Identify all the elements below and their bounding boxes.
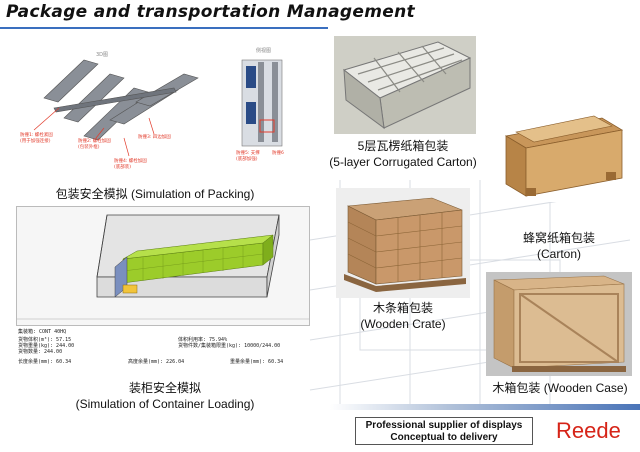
honeycomb-carton-caption-en: (Carton): [536, 247, 581, 261]
wooden-crate-caption-cn: 木条箱包装: [372, 301, 433, 315]
container-sim-image: [16, 206, 310, 326]
corrugated-carton-caption-cn: 5层瓦楞纸箱包装: [357, 139, 449, 153]
stat-volume: 货物体积(m³): 57.15: [18, 337, 72, 343]
stat-weight-limit: 货物件数/集装箱限重(kg): 10000/244.00: [178, 343, 281, 349]
stat-height-margin: 高度余量(mm): 226.04: [128, 359, 185, 365]
stat-weight-margin: 重量余量(mm): 60.34: [230, 359, 284, 365]
brand-logo: Reede: [556, 418, 621, 443]
honeycomb-carton-caption: 蜂窝纸箱包装 (Carton): [486, 230, 632, 262]
svg-text:侧视图: 侧视图: [256, 47, 271, 54]
tagline-line2: Conceptual to delivery: [390, 432, 498, 443]
svg-text:(包装外框): (包装外框): [78, 143, 100, 150]
wooden-case-caption: 木箱包装 (Wooden Case): [492, 381, 628, 395]
container-sim-caption-cn: 装柜安全模拟: [128, 381, 201, 395]
wooden-crate-image: [336, 188, 470, 298]
packing-sim-caption: 包装安全模拟 (Simulation of Packing): [55, 187, 255, 201]
stat-container: 集装箱: CONT 40HQ: [18, 329, 67, 335]
svg-text:3D图: 3D图: [96, 52, 108, 58]
tagline-line1: Professional supplier of displays: [365, 420, 523, 431]
container-stats: 集装箱: CONT 40HQ 货物体积(m³): 57.15 货物重量(kg):…: [18, 328, 308, 370]
honeycomb-carton-caption-cn: 蜂窝纸箱包装: [522, 231, 595, 245]
corrugated-carton-image: [334, 36, 476, 134]
packing-sim-image: 3D图 防撞1: 螺栓紧固(用于加强连接) 防撞2: 螺栓加固(包装外框) 防撞…: [14, 38, 224, 180]
container-sim-caption: 装柜安全模拟 (Simulation of Container Loading): [40, 380, 290, 412]
honeycomb-carton-image: [486, 108, 632, 202]
stat-length-margin: 长度余量(mm): 60.34: [18, 359, 72, 365]
stat-quantity: 货物数量: 244.00: [18, 349, 63, 355]
wooden-crate-caption: 木条箱包装 (Wooden Crate): [336, 300, 470, 332]
footer-rule: [330, 404, 640, 410]
svg-text:防撞2: 螺栓加固: 防撞2: 螺栓加固: [78, 137, 111, 144]
svg-text:防撞4: 螺栓加固: 防撞4: 螺栓加固: [114, 157, 147, 164]
svg-text:防撞5: 支撑: 防撞5: 支撑: [236, 149, 260, 156]
tagline-box: Professional supplier of displays Concep…: [355, 417, 533, 445]
packing-side-view-image: 侧视图 防撞5: 支撑(底部加强) 防撞6: [232, 38, 314, 180]
stat-utilization: 体积利用率: 75.94%: [178, 337, 228, 343]
container-sim-caption-en: (Simulation of Container Loading): [75, 397, 255, 411]
corrugated-carton-caption-en: (5-layer Corrugated Carton): [329, 155, 477, 169]
stat-weight: 货物重量(kg): 244.00: [18, 343, 75, 349]
wooden-crate-caption-en: (Wooden Crate): [360, 317, 446, 331]
corrugated-carton-caption: 5层瓦楞纸箱包装 (5-layer Corrugated Carton): [318, 138, 488, 170]
svg-text:防撞6: 防撞6: [272, 149, 284, 156]
wooden-case-image: [486, 272, 632, 376]
title-underline: [0, 27, 328, 29]
svg-text:(底部装): (底部装): [114, 163, 131, 170]
svg-text:(用于加强连接): (用于加强连接): [20, 137, 51, 144]
svg-text:(底部加强): (底部加强): [236, 155, 258, 162]
page-title: Package and transportation Management: [6, 2, 415, 22]
svg-text:防撞3: 四边加固: 防撞3: 四边加固: [138, 133, 171, 140]
svg-text:防撞1: 螺栓紧固: 防撞1: 螺栓紧固: [20, 131, 53, 138]
